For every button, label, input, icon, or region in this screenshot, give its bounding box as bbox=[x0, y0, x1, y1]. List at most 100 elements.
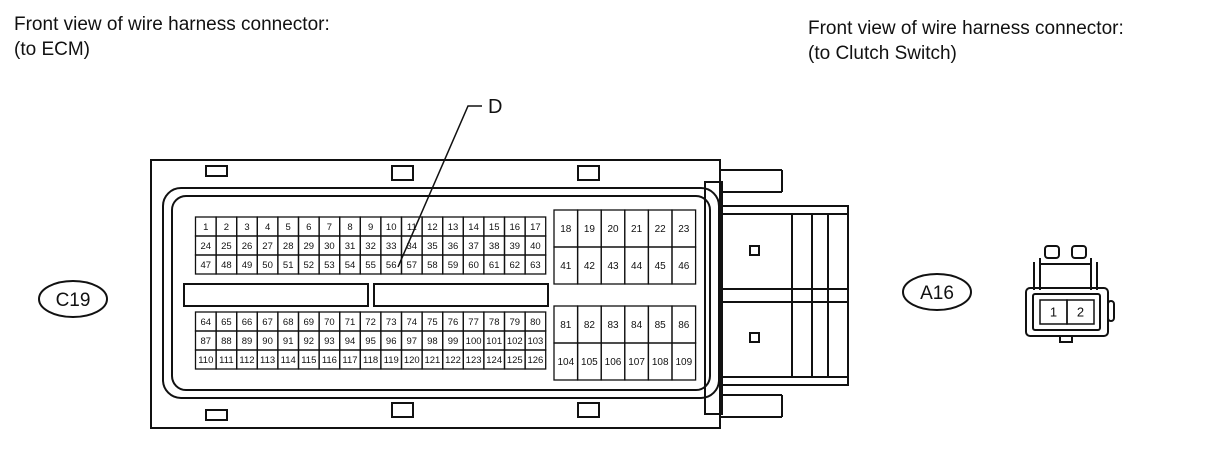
pin-number: 106 bbox=[605, 357, 622, 368]
pin-number: 91 bbox=[283, 336, 294, 347]
pin-number: 29 bbox=[304, 241, 315, 252]
pin-number: 102 bbox=[507, 336, 523, 347]
ecm-connector-code: C19 bbox=[56, 290, 91, 311]
pin-number: 15 bbox=[489, 222, 500, 233]
pin-number: 40 bbox=[530, 241, 541, 252]
pin-number: 87 bbox=[201, 336, 212, 347]
callout-label: D bbox=[488, 96, 502, 118]
pin-number: 3 bbox=[244, 222, 249, 233]
ecm-caption-line1: Front view of wire harness connector: bbox=[14, 14, 330, 35]
pin-number: 32 bbox=[365, 241, 376, 252]
pin-number: 96 bbox=[386, 336, 397, 347]
pin-number: 92 bbox=[304, 336, 315, 347]
pin-cell bbox=[524, 349, 547, 370]
pin-number: 73 bbox=[386, 317, 397, 328]
pin-number: 16 bbox=[510, 222, 521, 233]
pin-number: 62 bbox=[510, 260, 521, 271]
pin-number: 45 bbox=[655, 261, 667, 272]
clutch-pin-cell bbox=[1066, 299, 1095, 325]
pin-number: 20 bbox=[607, 224, 619, 235]
pin-number: 104 bbox=[557, 357, 574, 368]
pin-number: 5 bbox=[286, 222, 291, 233]
pin-number: 100 bbox=[466, 336, 482, 347]
clutch-pin-number: 2 bbox=[1077, 305, 1084, 320]
pin-number: 110 bbox=[198, 355, 213, 366]
pin-number: 11 bbox=[407, 222, 417, 233]
pin-number: 36 bbox=[448, 241, 459, 252]
pin-number: 47 bbox=[201, 260, 212, 271]
pin-number: 64 bbox=[201, 317, 212, 328]
pin-number: 17 bbox=[530, 222, 541, 233]
pin-number: 35 bbox=[427, 241, 438, 252]
pin-number: 122 bbox=[445, 355, 461, 366]
pin-number: 33 bbox=[386, 241, 397, 252]
pin-number: 30 bbox=[324, 241, 335, 252]
pin-number: 6 bbox=[306, 222, 311, 233]
clutch-caption-line2: (to Clutch Switch) bbox=[808, 43, 957, 64]
clutch-connector-code-oval bbox=[902, 273, 972, 311]
pin-number: 89 bbox=[242, 336, 253, 347]
pin-number: 111 bbox=[219, 355, 233, 366]
pin-number: 86 bbox=[678, 320, 690, 331]
pin-number: 7 bbox=[327, 222, 332, 233]
pin-number: 105 bbox=[581, 357, 598, 368]
pin-number: 1 bbox=[203, 222, 208, 233]
pin-number: 9 bbox=[368, 222, 373, 233]
pin-number: 94 bbox=[345, 336, 356, 347]
pin-number: 61 bbox=[489, 260, 500, 271]
pin-number: 118 bbox=[363, 355, 378, 366]
pin-number: 52 bbox=[304, 260, 315, 271]
pin-number: 113 bbox=[260, 355, 275, 366]
pin-number: 8 bbox=[347, 222, 352, 233]
pin-number: 101 bbox=[486, 336, 502, 347]
pin-number: 14 bbox=[468, 222, 479, 233]
pin-number: 114 bbox=[281, 355, 296, 366]
pin-number: 83 bbox=[607, 320, 619, 331]
pin-number: 34 bbox=[407, 241, 418, 252]
pin-number: 93 bbox=[324, 336, 335, 347]
pin-number: 116 bbox=[322, 355, 337, 366]
clutch-caption: Front view of wire harness connector: (t… bbox=[808, 16, 1124, 66]
pin-number: 31 bbox=[345, 241, 356, 252]
pin-number: 25 bbox=[221, 241, 232, 252]
pin-number: 115 bbox=[301, 355, 316, 366]
pin-number: 13 bbox=[448, 222, 459, 233]
pin-number: 54 bbox=[345, 260, 356, 271]
pin-number: 76 bbox=[448, 317, 459, 328]
clutch-connector-housing bbox=[1025, 245, 1115, 343]
pin-number: 43 bbox=[607, 261, 619, 272]
pin-number: 65 bbox=[221, 317, 232, 328]
pin-number: 37 bbox=[468, 241, 479, 252]
pin-number: 119 bbox=[384, 355, 399, 366]
ecm-connector-code-oval bbox=[38, 280, 108, 318]
pin-number: 38 bbox=[489, 241, 500, 252]
pin-number: 49 bbox=[242, 260, 253, 271]
pin-number: 126 bbox=[527, 355, 543, 366]
pin-number: 85 bbox=[655, 320, 667, 331]
ecm-connector-housing bbox=[150, 159, 849, 429]
pin-number: 21 bbox=[631, 224, 643, 235]
pin-number: 108 bbox=[652, 357, 669, 368]
pin-number: 12 bbox=[427, 222, 438, 233]
pin-number: 121 bbox=[424, 355, 440, 366]
clutch-pin-number: 1 bbox=[1050, 305, 1057, 320]
pin-number: 79 bbox=[510, 317, 521, 328]
pin-number: 67 bbox=[262, 317, 273, 328]
ecm-caption: Front view of wire harness connector: (t… bbox=[14, 12, 330, 62]
pin-number: 74 bbox=[407, 317, 418, 328]
pin-number: 78 bbox=[489, 317, 500, 328]
pin-number: 56 bbox=[386, 260, 397, 271]
pin-number: 27 bbox=[262, 241, 273, 252]
pin-number: 41 bbox=[560, 261, 572, 272]
pin-number: 60 bbox=[468, 260, 479, 271]
pin-number: 22 bbox=[655, 224, 667, 235]
pin-number: 42 bbox=[584, 261, 596, 272]
pin-number: 125 bbox=[507, 355, 523, 366]
pin-number: 117 bbox=[342, 355, 357, 366]
pin-number: 66 bbox=[242, 317, 253, 328]
pin-number: 2 bbox=[224, 222, 229, 233]
pin-number: 48 bbox=[221, 260, 232, 271]
